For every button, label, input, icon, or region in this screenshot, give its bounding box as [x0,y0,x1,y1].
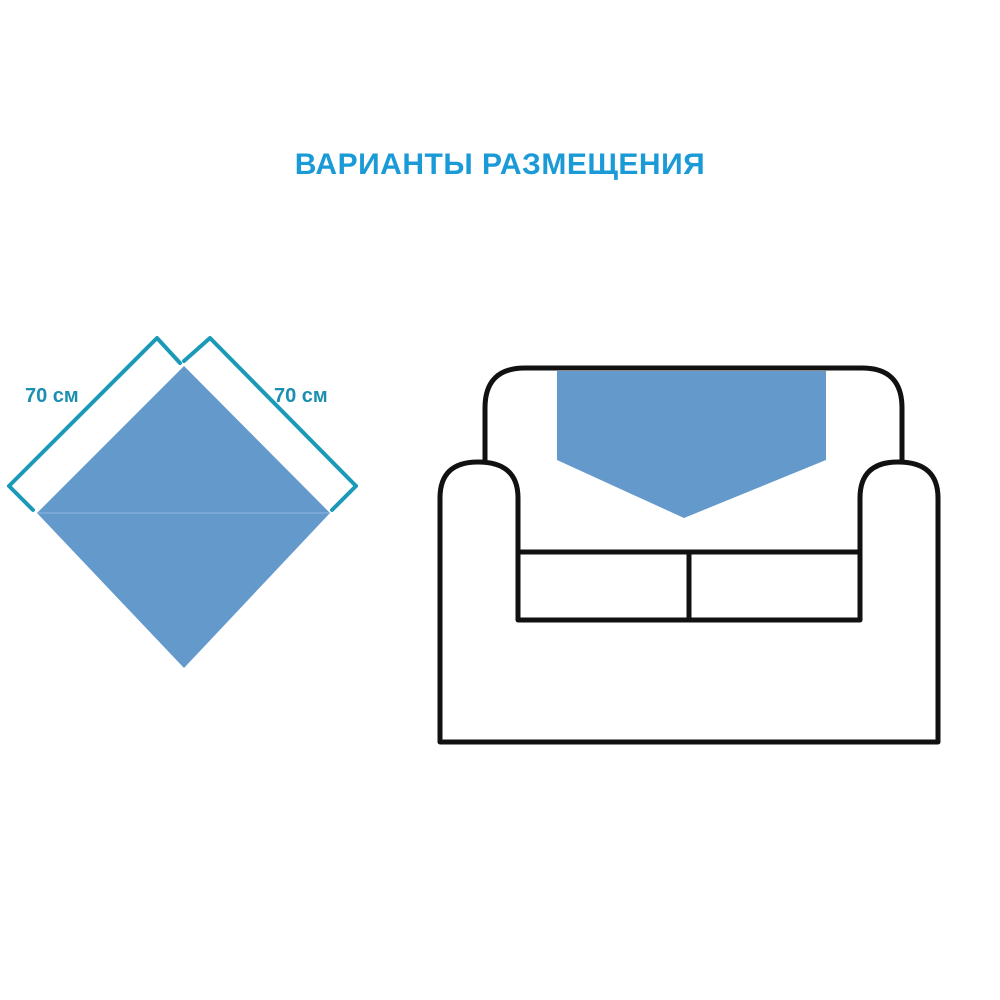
napkin-diamond-group [37,366,330,668]
napkin-diamond [37,366,330,668]
page-title: ВАРИАНТЫ РАЗМЕЩЕНИЯ [294,148,706,181]
right-dimension-label: 70 см [274,385,328,407]
left-dimension-label: 70 см [25,385,79,407]
sofa-back-cover [557,371,826,518]
right-dimension-bracket [182,336,358,512]
left-dimension-bracket [7,336,182,512]
